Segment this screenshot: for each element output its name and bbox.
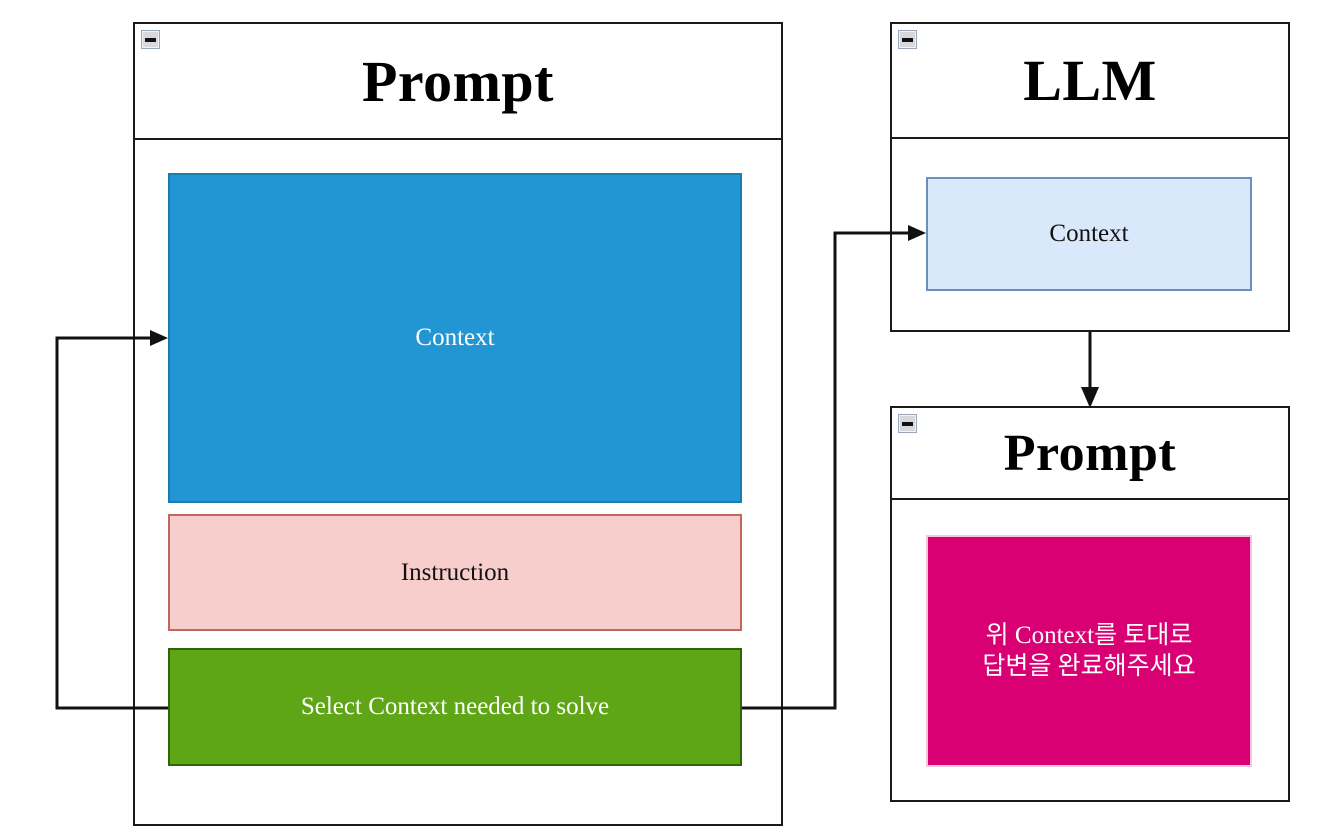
minus-icon-bar bbox=[902, 37, 913, 42]
block-answer-instruction[interactable]: 위 Context를 토대로 답변을 완료해주세요 bbox=[926, 535, 1252, 767]
minus-icon[interactable] bbox=[141, 30, 160, 49]
panel-prompt-left-title: Prompt bbox=[361, 48, 554, 114]
minus-icon-bar bbox=[145, 37, 156, 42]
panel-llm-title-bar: LLM bbox=[892, 24, 1288, 139]
block-answer-line-2: 답변을 완료해주세요 bbox=[982, 653, 1196, 680]
panel-prompt-left-title-bar: Prompt bbox=[135, 24, 781, 140]
block-llm-context[interactable]: Context bbox=[926, 177, 1252, 291]
block-answer-line-1: 위 Context를 토대로 bbox=[985, 621, 1193, 649]
connector-llm-to-prompt-right bbox=[1081, 332, 1099, 408]
block-prompt-context-label: Context bbox=[415, 324, 495, 352]
block-prompt-select[interactable]: Select Context needed to solve bbox=[168, 648, 742, 766]
minus-icon[interactable] bbox=[898, 414, 917, 433]
block-prompt-instruction-label: Instruction bbox=[400, 558, 510, 586]
block-prompt-context[interactable]: Context bbox=[168, 173, 742, 503]
arrowhead-icon bbox=[1081, 387, 1099, 408]
minus-icon-bar bbox=[902, 421, 913, 426]
block-prompt-instruction[interactable]: Instruction bbox=[168, 514, 742, 631]
minus-icon[interactable] bbox=[898, 30, 917, 49]
block-llm-context-label: Context bbox=[1049, 220, 1129, 248]
block-prompt-select-label: Select Context needed to solve bbox=[300, 693, 610, 721]
panel-prompt-right-title-bar: Prompt bbox=[892, 408, 1288, 500]
panel-llm-title: LLM bbox=[1023, 48, 1157, 113]
panel-prompt-right-title: Prompt bbox=[1003, 424, 1177, 482]
